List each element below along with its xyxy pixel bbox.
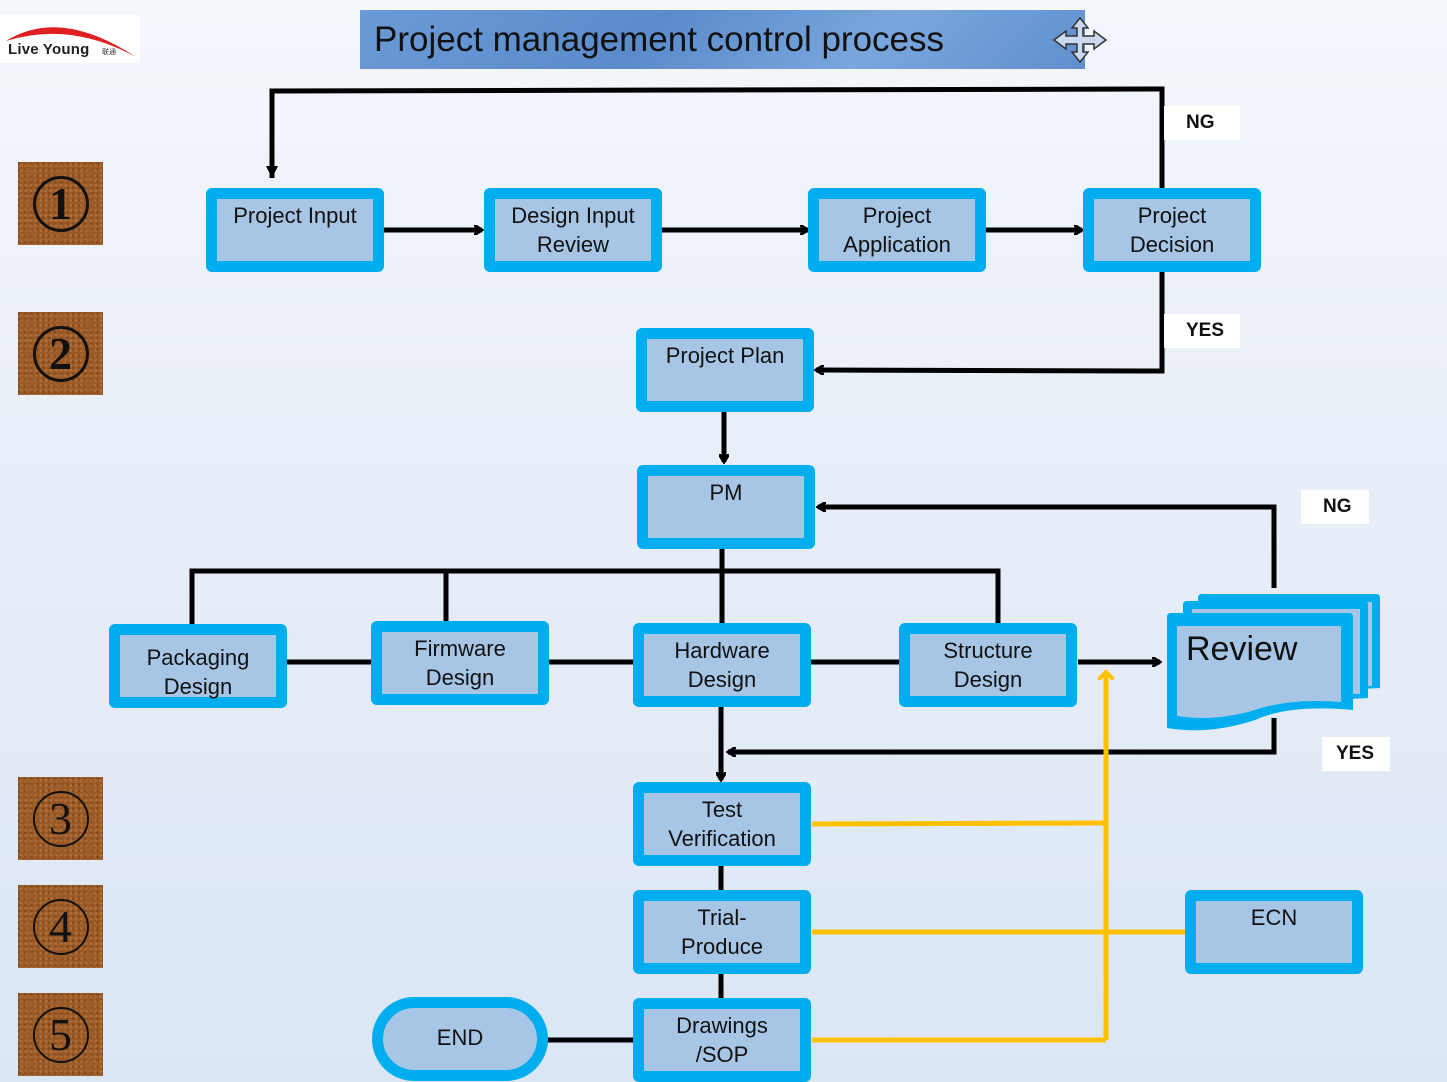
step-number: 3	[32, 790, 89, 847]
logo-subtext: 联通	[102, 49, 116, 56]
node-end[interactable]: END	[372, 997, 548, 1081]
node-test-verification[interactable]: Test Verification	[633, 782, 811, 866]
feedback-test-line	[811, 820, 1106, 827]
step-badge-4: 4	[18, 885, 103, 968]
node-design-input-review[interactable]: Design Input Review	[484, 188, 662, 272]
move-arrows-icon[interactable]	[1050, 16, 1110, 64]
step-badge-3: 3	[18, 777, 103, 860]
yes-line-to-plan	[816, 270, 1165, 371]
node-hardware-design[interactable]: Hardware Design	[633, 623, 811, 707]
decision-ng-label: NG	[1164, 106, 1240, 140]
node-packaging-design[interactable]: Packaging Design	[109, 624, 287, 708]
step-badge-5: 5	[18, 993, 103, 1076]
company-logo: Live Young 联通	[0, 15, 140, 63]
node-drawings-sop[interactable]: Drawings /SOP	[633, 998, 811, 1082]
step-number: 5	[32, 1006, 89, 1063]
logo-text: Live Young	[8, 41, 90, 58]
step-badge-2: 2	[18, 312, 103, 395]
logo-arc-icon	[6, 27, 136, 57]
node-firmware-design[interactable]: Firmware Design	[371, 621, 549, 705]
node-pm[interactable]: PM	[637, 465, 815, 549]
step-number: 4	[32, 898, 89, 955]
step-badge-1: 1	[18, 162, 103, 245]
review-ng-label: NG	[1301, 490, 1369, 524]
review-yes-label: YES	[1322, 737, 1390, 771]
step-number: 2	[32, 325, 89, 382]
decision-yes-label: YES	[1164, 314, 1240, 348]
node-project-application[interactable]: Project Application	[808, 188, 986, 272]
title-bar: Project management control process	[360, 10, 1085, 69]
node-project-input[interactable]: Project Input	[206, 188, 384, 272]
node-ecn[interactable]: ECN	[1185, 890, 1363, 974]
ng-loop-line	[266, 86, 1165, 192]
branch-bus-line	[189, 568, 1001, 626]
step-number: 1	[32, 175, 89, 232]
node-trial-produce[interactable]: Trial- Produce	[633, 890, 811, 974]
review-ng-line	[818, 507, 1277, 588]
node-project-decision[interactable]: Project Decision	[1083, 188, 1261, 272]
node-structure-design[interactable]: Structure Design	[899, 623, 1077, 707]
node-project-plan[interactable]: Project Plan	[636, 328, 814, 412]
review-label: Review	[1186, 630, 1298, 668]
page-title: Project management control process	[374, 20, 944, 59]
review-document-stack[interactable]	[1167, 594, 1380, 731]
review-yes-line	[728, 718, 1277, 752]
